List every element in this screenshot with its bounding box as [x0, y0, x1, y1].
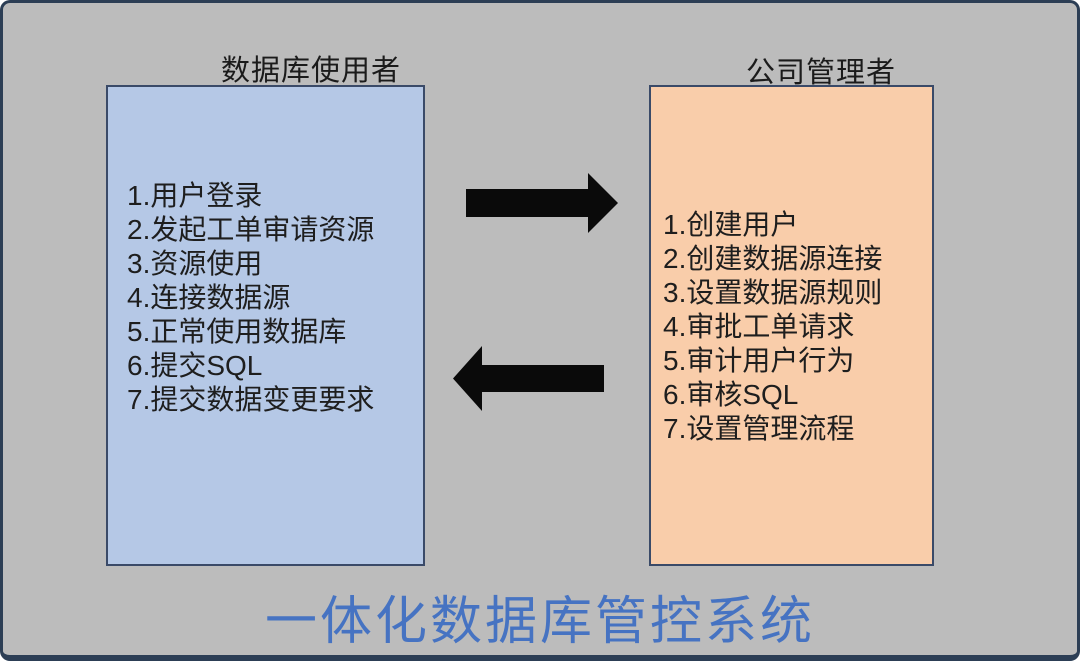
list-item: 6.提交SQL — [127, 350, 263, 381]
list-item: 5.正常使用数据库 — [127, 316, 347, 347]
list-item: 1.创建用户 — [663, 209, 799, 240]
arrow-right-icon — [466, 173, 618, 233]
left-panel-header: 数据库使用者 — [221, 55, 402, 87]
left-panel: 1.用户登录 2.发起工单审请资源 3.资源使用 4.连接数据源 5.正常使用数… — [106, 85, 425, 566]
list-item: 4.连接数据源 — [127, 282, 291, 313]
list-item: 7.提交数据变更要求 — [127, 384, 375, 415]
list-item: 2.发起工单审请资源 — [127, 214, 375, 245]
arrow-left-icon — [453, 346, 604, 411]
list-item: 1.用户登录 — [127, 180, 263, 211]
right-panel-list: 1.创建用户 2.创建数据源连接 3.设置数据源规则 4.审批工单请求 5.审计… — [663, 208, 882, 446]
diagram-title: 一体化数据库管控系统 — [264, 593, 815, 651]
list-item: 3.资源使用 — [127, 248, 263, 279]
list-item: 4.审批工单请求 — [663, 311, 855, 342]
list-item: 3.设置数据源规则 — [663, 277, 883, 308]
list-item: 6.审核SQL — [663, 379, 799, 410]
list-item: 7.设置管理流程 — [663, 413, 855, 444]
left-panel-list: 1.用户登录 2.发起工单审请资源 3.资源使用 4.连接数据源 5.正常使用数… — [127, 179, 374, 417]
list-item: 5.审计用户行为 — [663, 345, 855, 376]
right-panel: 1.创建用户 2.创建数据源连接 3.设置数据源规则 4.审批工单请求 5.审计… — [649, 85, 934, 566]
right-panel-header: 公司管理者 — [746, 57, 897, 89]
list-item: 2.创建数据源连接 — [663, 243, 883, 274]
